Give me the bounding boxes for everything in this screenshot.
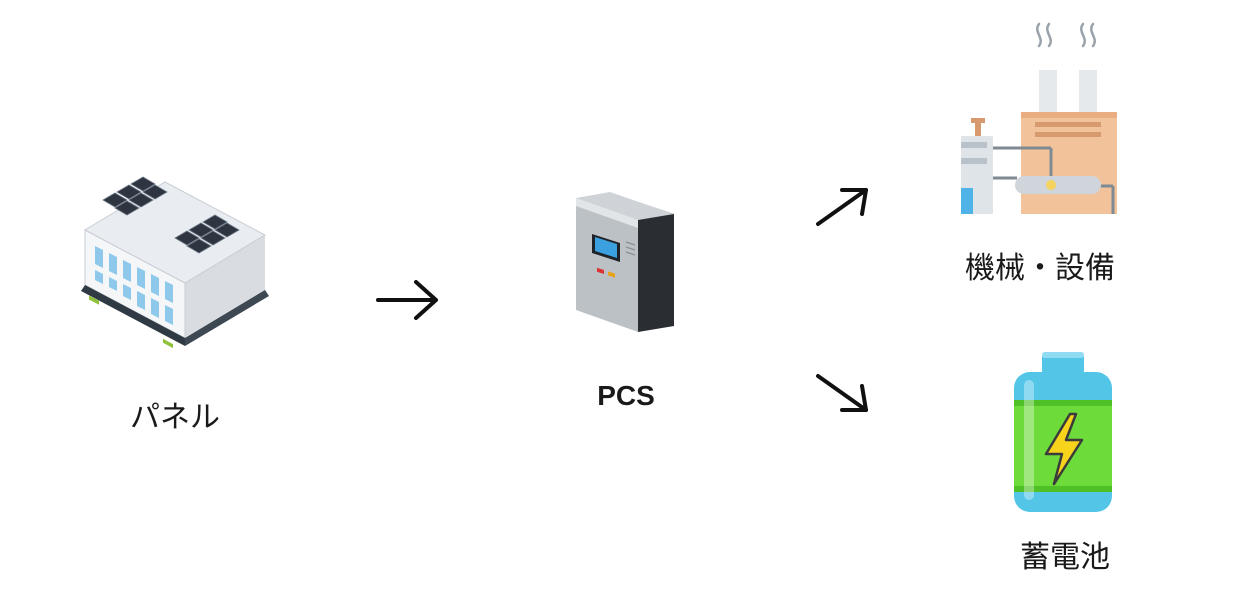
pcs-label: PCS: [597, 380, 655, 411]
panel-node: [75, 160, 275, 360]
equipment-node: [955, 18, 1125, 218]
arrow-pcs-to-battery: [816, 374, 868, 412]
battery-icon: [1014, 352, 1112, 512]
panel-label: パネル: [130, 400, 220, 435]
factory-equipment-icon: [961, 22, 1117, 214]
battery-label: 蓄電池: [1020, 540, 1110, 575]
battery-node: [1010, 352, 1116, 517]
equipment-label: 機械・設備: [965, 251, 1115, 286]
power-conditioner-icon: [576, 192, 674, 332]
arrow-pcs-to-equipment: [816, 188, 868, 226]
arrow-panel-to-pcs: [376, 280, 438, 320]
pcs-node: [570, 192, 682, 334]
solar-panel-building-icon: [81, 176, 269, 349]
